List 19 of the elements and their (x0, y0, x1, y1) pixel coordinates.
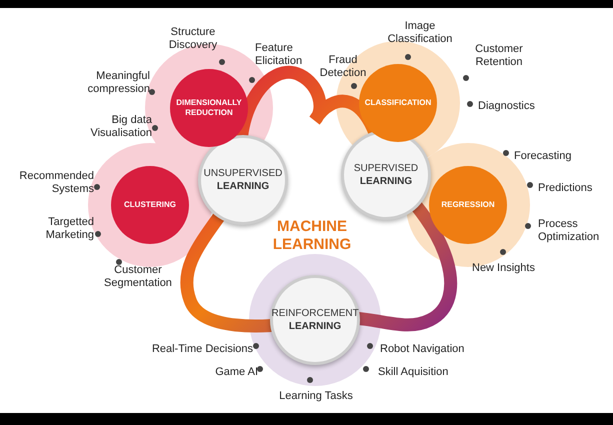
application-label: Process Optimization (538, 218, 600, 244)
application-label: Customer Segmentation (103, 264, 173, 290)
application-label: Recommended Systems (18, 170, 94, 196)
application-label: Image Classification (386, 20, 454, 46)
application-label: Predictions (538, 182, 594, 195)
application-label: Structure Discovery (168, 26, 218, 52)
application-label: Targetted Marketing (44, 216, 94, 242)
application-label: Forecasting (514, 150, 572, 163)
application-label: Customer Retention (474, 43, 524, 69)
application-label: Diagnostics (478, 100, 536, 113)
application-label: Big data Visualisation (89, 114, 152, 140)
application-label: Skill Aquisition (378, 366, 450, 379)
application-label: New Insights (472, 262, 536, 275)
application-label: Learning Tasks (278, 390, 354, 403)
application-label: Robot Navigation (380, 343, 466, 356)
application-label: Game AI (215, 366, 258, 379)
application-label: Feature Elicitation (255, 42, 304, 68)
application-label: Real-Time Decisions (150, 343, 253, 356)
application-label: Meaningful compression (86, 70, 150, 96)
